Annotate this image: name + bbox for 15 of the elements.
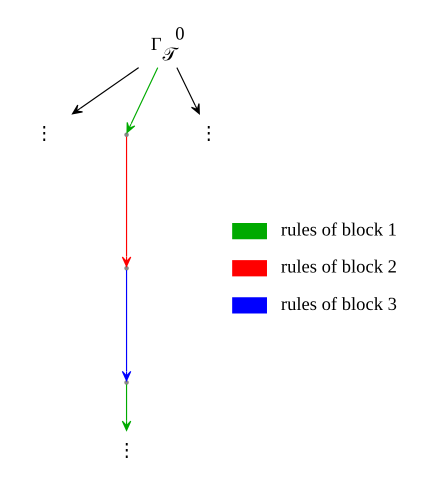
node-point	[124, 380, 129, 385]
arrow	[72, 67, 139, 114]
legend-label: rules of block 2	[280, 256, 397, 278]
arrow	[126, 67, 158, 134]
arrow	[122, 270, 132, 382]
legend-label: rules of block 1	[280, 219, 397, 240]
node-text: ⋮	[34, 123, 54, 144]
node-point	[124, 132, 129, 137]
arrow	[122, 136, 132, 267]
arrow	[176, 67, 200, 114]
node-point	[124, 266, 129, 270]
node-text: ⋮	[200, 123, 219, 144]
arrow	[122, 384, 132, 431]
node-text: ⋮	[117, 440, 136, 461]
legend-label: rules of block 3	[280, 294, 397, 315]
